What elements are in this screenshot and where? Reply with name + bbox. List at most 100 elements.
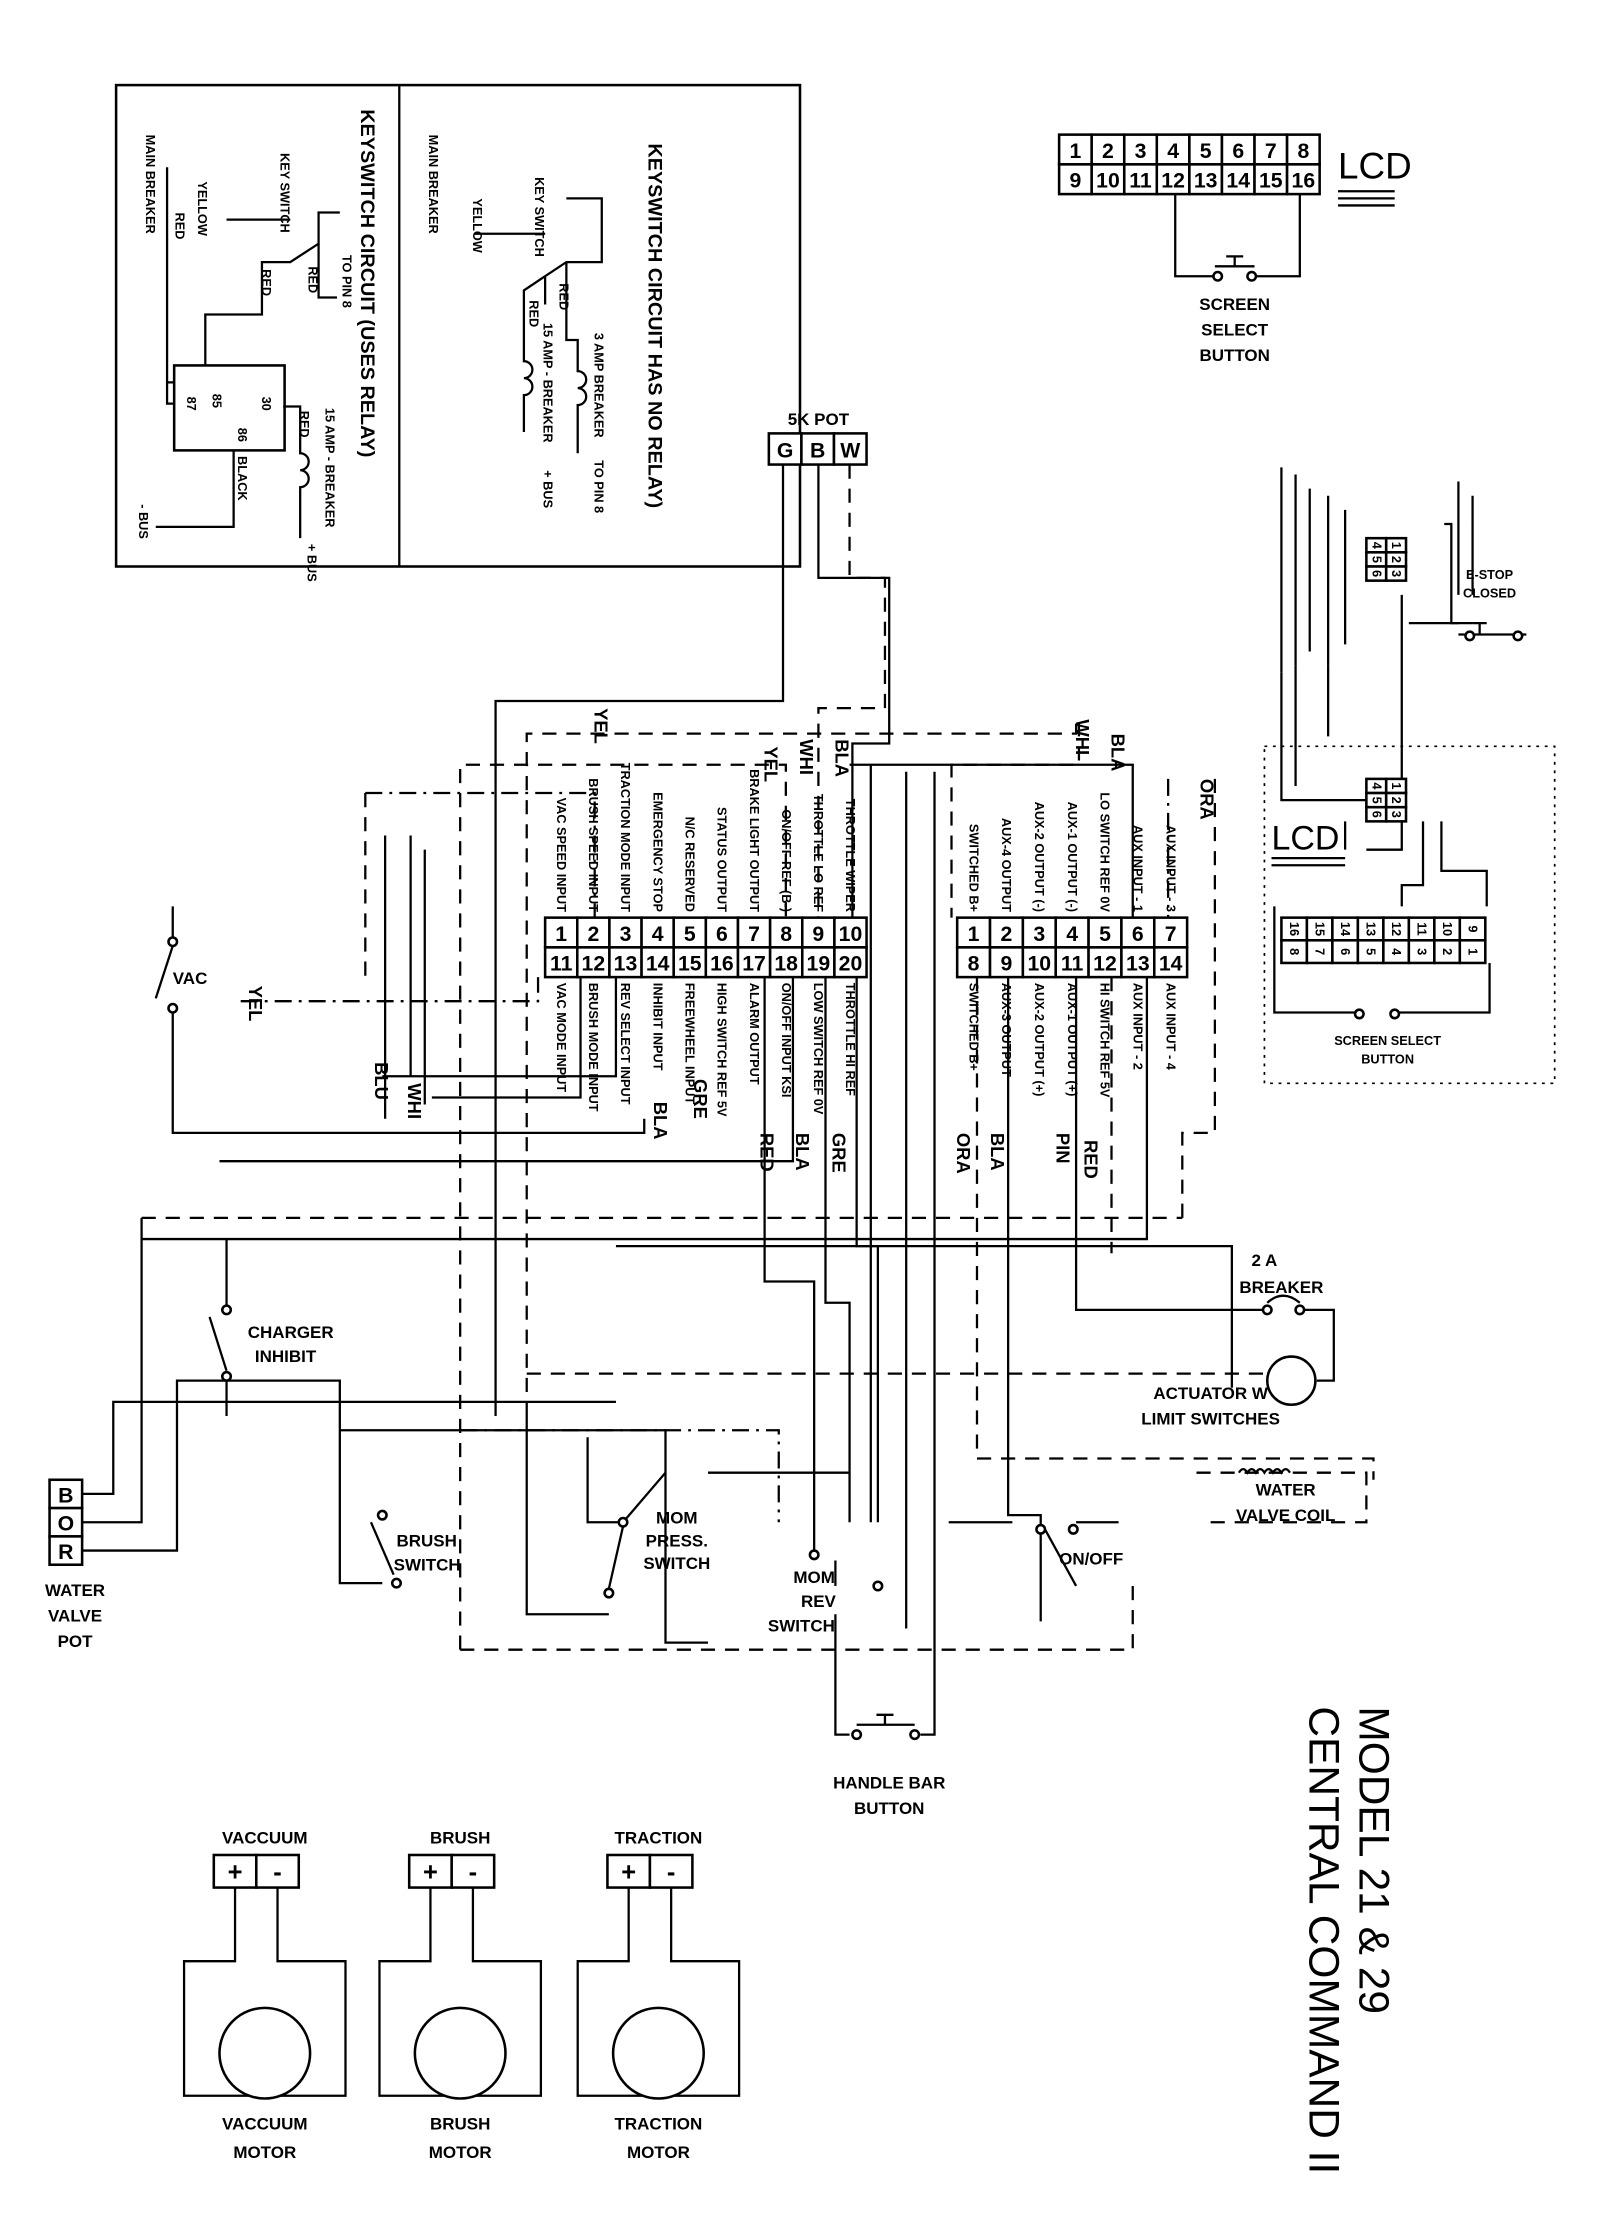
wire-tag: BLA [987, 1133, 1008, 1171]
mom-press-label: PRESS. [646, 1531, 708, 1550]
motor-label: MOTOR [627, 2143, 690, 2162]
wire-tag: WHI [1072, 719, 1093, 755]
label-minus-bus: - BUS [136, 504, 151, 539]
mom-press-switch[interactable] [603, 1516, 629, 1599]
label-black: BLACK [235, 456, 250, 501]
breaker-2a [1261, 1294, 1306, 1316]
pin-label: AUX-2 OUTPUT (+) [1032, 983, 1047, 1097]
lcd-top-label: LCD [1338, 146, 1412, 187]
pin-number: 1 [1389, 782, 1404, 789]
pin-number: 9 [1069, 170, 1081, 193]
label-main-breaker: MAIN BREAKER [143, 135, 158, 234]
motor-label: MOTOR [233, 2143, 296, 2162]
title-line-1: MODEL 21 & 29 [1350, 1706, 1397, 2014]
brush-switch-label: SWITCH [394, 1555, 461, 1574]
pin-number: 13 [1363, 922, 1378, 936]
pin-number: 8 [1297, 140, 1309, 163]
wire-tag: WHI [796, 739, 817, 775]
motor-label: BRUSH [430, 2115, 490, 2134]
connector-pin-cell [1285, 163, 1321, 196]
handle-bar-button[interactable] [851, 1713, 921, 1741]
water-valve-pot-pin [48, 1506, 84, 1538]
label-red: RED [259, 269, 274, 296]
pin-number: 1 [968, 923, 980, 946]
pin-number: 10 [1027, 953, 1051, 976]
pin-label: AUX INPUT - 4 [1163, 983, 1178, 1071]
pin-number: 18 [774, 953, 798, 976]
pin-label: ON/OFF INPUT KSI [779, 983, 794, 1098]
pin-label: THROTTLE HI REF [843, 983, 858, 1096]
relay-pin: 30 [259, 397, 274, 411]
right-screen-select-button[interactable] [1353, 1008, 1401, 1020]
motor-icon [611, 2006, 705, 2100]
label-plus-bus: + BUS [304, 544, 319, 582]
screen-select-button[interactable] [1212, 255, 1258, 282]
wire-tag: WHI [404, 1083, 425, 1119]
motor-terminal [255, 1853, 301, 1889]
wire-tag: BLA [650, 1102, 671, 1140]
pin-label: EMERGENCY STOP [650, 792, 665, 912]
pin-number: 9 [1001, 953, 1013, 976]
mom-rev-label: SWITCH [768, 1616, 835, 1635]
mom-rev-switch[interactable] [808, 1549, 884, 1592]
charger-inhibit-switch[interactable] [208, 1304, 233, 1382]
on-off-label: ON/OFF [1059, 1550, 1123, 1569]
pin-number: 3 [1135, 140, 1147, 163]
label-plus-bus: + BUS [541, 470, 556, 508]
motor-label: MOTOR [429, 2143, 492, 2162]
pin-number: 14 [1338, 922, 1353, 937]
title-line-2: CENTRAL COMMAND II [1301, 1706, 1348, 2174]
pin-label: SWITCHED B+ [966, 983, 981, 1071]
motor-terminal-sign: - [469, 1858, 477, 1886]
water-valve-coil-label: WATER [1256, 1480, 1316, 1499]
pin-number: 6 [1369, 811, 1384, 818]
right-lcd-label: LCD [1272, 820, 1340, 858]
pin-number: 16 [1292, 170, 1316, 193]
pin-number: 8 [780, 923, 792, 946]
connector-pin-cell [1054, 916, 1090, 949]
wire-tag: BLA [1108, 734, 1129, 772]
motor-name: BRUSH [430, 1829, 490, 1848]
pin-number: 3 [1414, 948, 1429, 955]
label-red: RED [556, 283, 571, 310]
label-to-pin-8: TO PIN 8 [592, 460, 607, 513]
charger-inhibit-label: CHARGER [248, 1323, 334, 1342]
wire-tag: ORA [953, 1133, 974, 1174]
connector-pin-cell [672, 916, 708, 949]
keyswitch-frame [114, 83, 802, 568]
pin-label: AUX INPUT - 3 [1163, 825, 1178, 912]
connector-pin-cell [1120, 946, 1156, 979]
pin-number: 1 [555, 923, 567, 946]
screen-select-label: SELECT [1201, 321, 1269, 340]
screen-select-label: SCREEN [1199, 295, 1270, 314]
pin-label: AUX-1 OUTPUT (-) [1065, 802, 1080, 912]
on-off-switch[interactable] [1035, 1523, 1079, 1587]
connector-pin-cell [1087, 946, 1123, 979]
connector-pin-cell [768, 916, 804, 949]
pin-number: 3 [620, 923, 632, 946]
water-valve-coil-icon [1237, 1468, 1291, 1475]
charger-inhibit-label: INHIBIT [255, 1347, 317, 1366]
relay-pin: 86 [235, 428, 250, 442]
mom-rev-label: MOM [793, 1568, 835, 1587]
pot-pin-label: G [777, 439, 794, 462]
pin-number: 10 [1096, 170, 1120, 193]
label-to-pin-8: TO PIN 8 [340, 255, 355, 308]
pin-label: ON/OFF REF (B-) [779, 809, 794, 912]
pin-number: 2 [587, 923, 599, 946]
pin-label: INHIBIT INPUT [650, 983, 665, 1071]
water-valve-pot-label: POT [58, 1632, 94, 1651]
pin-label: LOW SWITCH REF 0V [811, 983, 826, 1115]
connector-pin-cell [1285, 133, 1321, 166]
label-red: RED [306, 266, 321, 293]
pin-label: BRUSH SPEED INPUT [586, 778, 601, 912]
pin-number: 7 [748, 923, 760, 946]
motor-terminal [648, 1853, 694, 1889]
brush-switch[interactable] [369, 1509, 402, 1589]
vac-switch[interactable] [154, 906, 179, 1014]
